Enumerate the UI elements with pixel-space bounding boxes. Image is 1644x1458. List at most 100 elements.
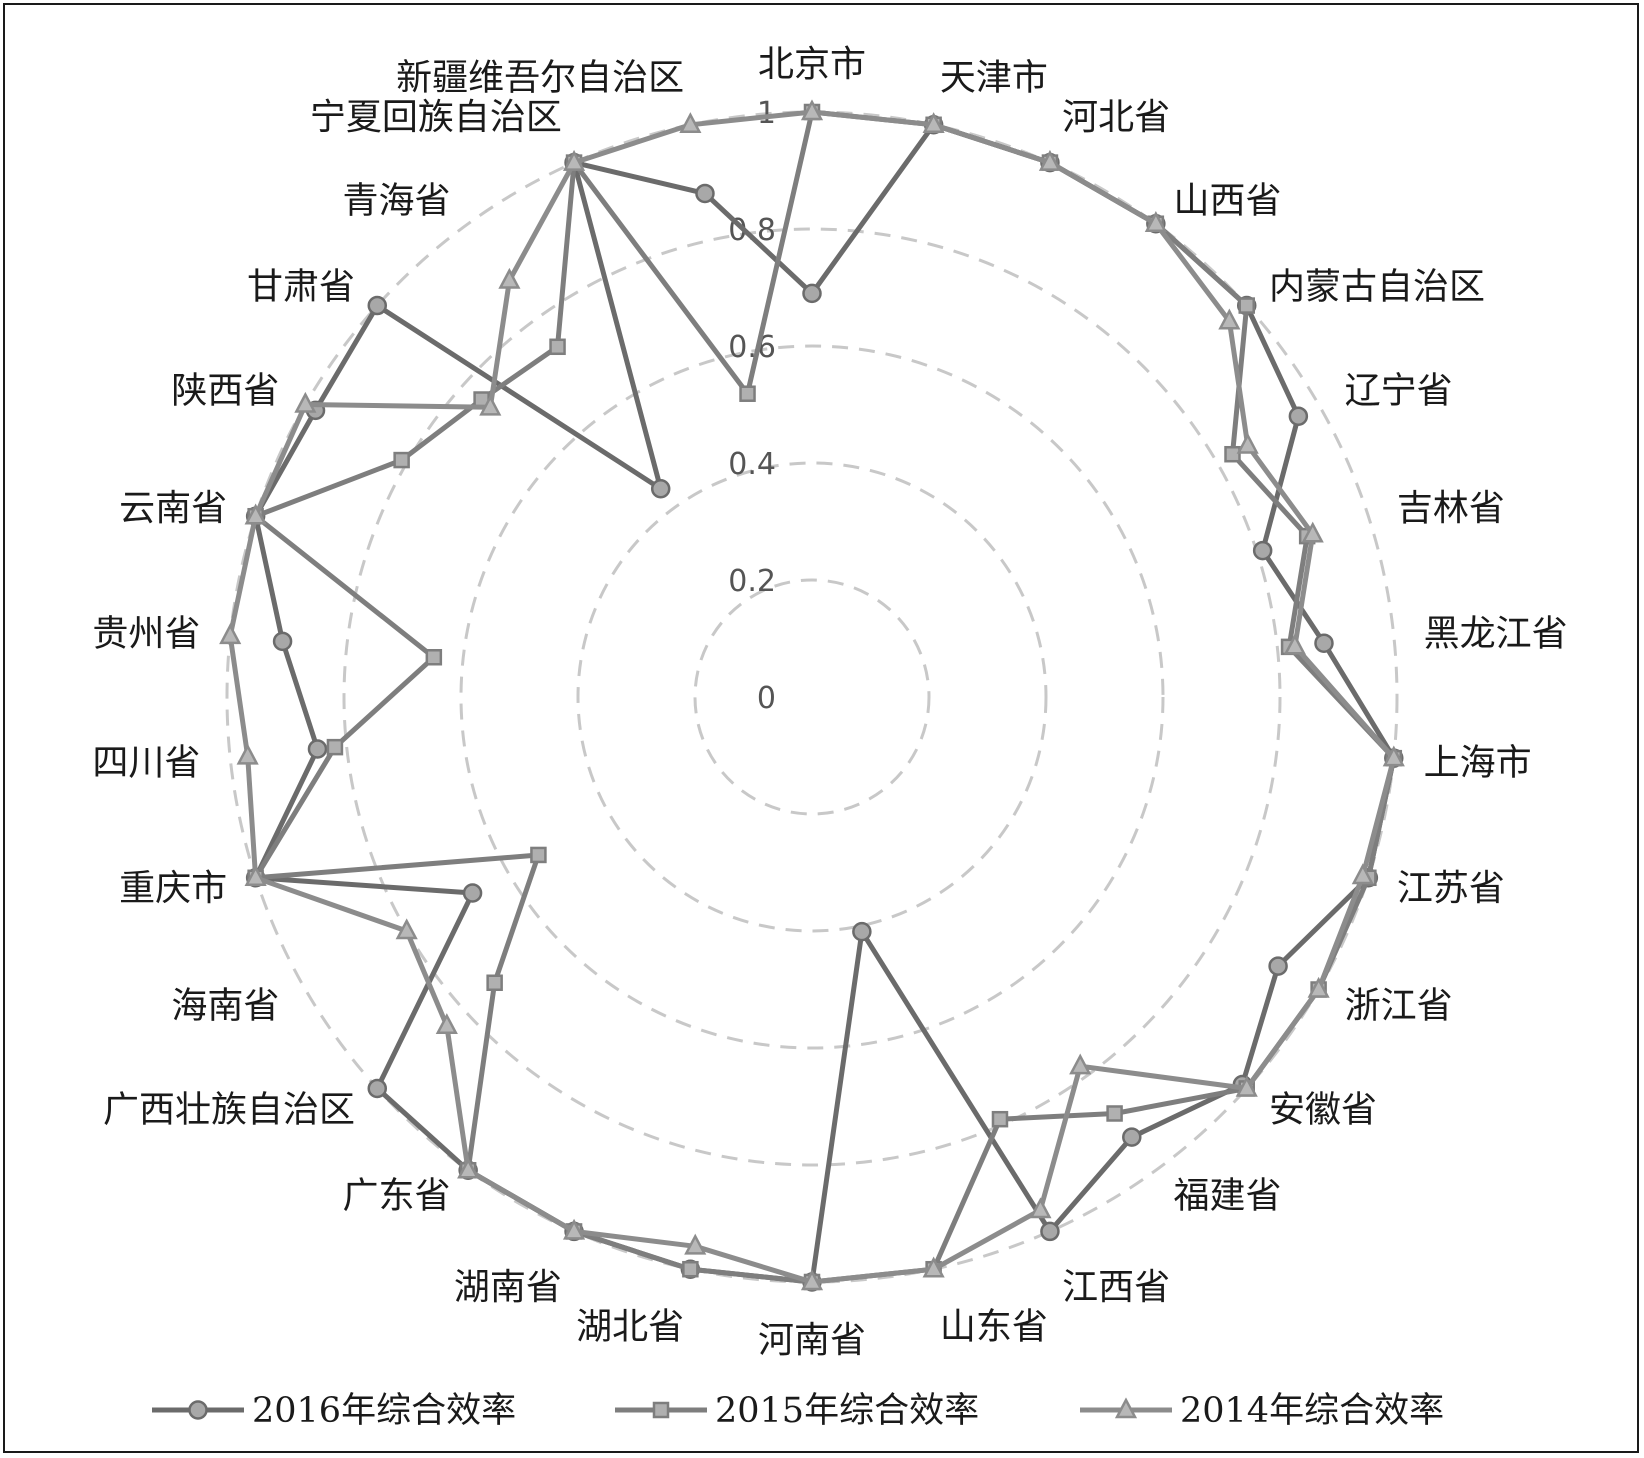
data-point (800, 99, 824, 121)
data-point (802, 283, 822, 304)
data-point (435, 1013, 458, 1035)
category-label: 海南省 (171, 986, 279, 1027)
data-point (650, 479, 671, 499)
radial-tick-label: 0 (757, 681, 776, 716)
radial-tick-label: 0.6 (728, 330, 776, 365)
data-point (294, 391, 317, 413)
data-point (679, 112, 702, 134)
data-point (1252, 540, 1273, 561)
data-point (1235, 1075, 1258, 1097)
data-point (1307, 976, 1330, 998)
grid-circle (459, 344, 1165, 1050)
series-line (253, 109, 1397, 1285)
data-point (457, 1157, 480, 1179)
category-label: 湖北省 (576, 1307, 684, 1348)
category-label: 吉林省 (1397, 488, 1505, 529)
category-label: 湖南省 (454, 1267, 562, 1308)
data-point (1301, 521, 1324, 543)
grid-circle (693, 578, 931, 816)
data-point (1288, 406, 1309, 426)
series-2 (247, 103, 1403, 1291)
category-label: 辽宁省 (1345, 371, 1453, 412)
data-point (1144, 211, 1167, 232)
category-label: 四川省 (92, 742, 200, 783)
data-point (425, 649, 443, 666)
data-point (236, 743, 259, 765)
category-label: 北京市 (758, 44, 866, 85)
data-point (393, 451, 410, 469)
data-point (367, 1078, 388, 1099)
data-point (486, 974, 503, 992)
category-label: 上海市 (1424, 742, 1532, 783)
category-label: 贵州省 (92, 614, 200, 655)
data-point (1122, 1127, 1142, 1147)
legend-marker (188, 1400, 208, 1420)
category-labels: 北京市天津市河北省山西省内蒙古自治区辽宁省吉林省黑龙江省上海市江苏省浙江省安徽省… (92, 44, 1567, 1361)
radial-tick-labels: 0 0.2 0.4 0.6 0.8 1 (728, 96, 776, 716)
data-point (1029, 1197, 1052, 1219)
series-3 (219, 99, 1405, 1291)
data-point (1040, 1221, 1060, 1242)
data-point (695, 183, 715, 204)
series-line (253, 122, 1397, 1285)
data-point (367, 295, 388, 316)
radial-tick-label: 1 (757, 96, 776, 131)
category-label: 广西壮族自治区 (103, 1090, 355, 1131)
category-label: 宁夏回族自治区 (310, 97, 562, 138)
category-label: 重庆市 (119, 868, 227, 909)
data-point (549, 338, 566, 356)
data-point (1038, 149, 1062, 171)
radial-tick-label: 0.8 (728, 213, 776, 248)
category-label: 陕西省 (171, 371, 279, 412)
data-point (244, 865, 267, 887)
legend-marker (652, 1401, 670, 1419)
legend-label: 2014年综合效率 (1180, 1391, 1444, 1431)
category-label: 安徽省 (1269, 1090, 1377, 1131)
data-point (684, 1233, 707, 1255)
data-point (739, 385, 756, 402)
data-point (1268, 956, 1288, 976)
category-label: 浙江省 (1345, 986, 1453, 1027)
data-point (1236, 432, 1259, 454)
data-point (219, 623, 242, 645)
data-point (272, 631, 293, 652)
data-point (922, 112, 945, 134)
category-label: 云南省 (119, 488, 227, 529)
data-point (498, 267, 521, 289)
data-point (682, 1260, 699, 1278)
legend-item-2: 2015年综合效率 (615, 1391, 979, 1431)
category-label: 广东省 (342, 1176, 450, 1217)
data-point (1218, 308, 1241, 330)
data-point (1106, 1105, 1123, 1122)
legend-item-1: 2016年综合效率 (152, 1391, 516, 1431)
category-label: 甘肃省 (247, 267, 355, 308)
category-label: 河北省 (1062, 97, 1170, 138)
data-point (922, 1256, 945, 1278)
data-point (326, 738, 344, 756)
legend-label: 2016年综合效率 (252, 1391, 516, 1431)
legend: 2016年综合效率 2015年综合效率 2014年综合效率 (152, 1391, 1444, 1431)
data-point (852, 921, 872, 942)
legend-label: 2015年综合效率 (715, 1391, 979, 1431)
data-point (1224, 445, 1241, 463)
category-label: 新疆维吾尔自治区 (396, 57, 684, 98)
data-point (991, 1110, 1009, 1128)
grid-circle (342, 227, 1282, 1167)
category-label: 江西省 (1062, 1267, 1170, 1308)
radial-tick-label: 0.4 (728, 447, 776, 482)
data-point (530, 846, 547, 864)
data-point (462, 883, 483, 903)
category-label: 山西省 (1174, 181, 1282, 222)
data-point (1238, 297, 1255, 314)
data-point (800, 1269, 824, 1291)
category-label: 山东省 (940, 1307, 1048, 1348)
data-point (1069, 1053, 1092, 1075)
data-point (1382, 745, 1405, 767)
data-point (307, 739, 328, 759)
data-point (1314, 633, 1334, 653)
category-label: 天津市 (940, 57, 1048, 98)
data-point (479, 394, 502, 416)
radial-tick-label: 0.2 (728, 564, 776, 599)
series-layer (219, 99, 1405, 1292)
